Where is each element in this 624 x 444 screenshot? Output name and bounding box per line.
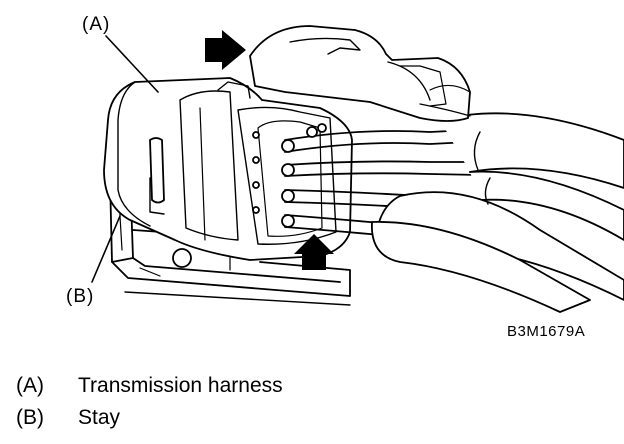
legend-key: (A)	[16, 374, 44, 397]
legend-label: Transmission harness	[78, 374, 283, 397]
legend-item-transmission-harness: (A) Transmission harness	[16, 374, 283, 398]
mating-connector	[249, 25, 471, 122]
callout-a: (A)	[82, 14, 111, 35]
callout-b: (B)	[66, 286, 95, 307]
harness-sheath	[371, 112, 624, 313]
arrow-right-icon	[205, 30, 246, 70]
figure-code: B3M1679A	[507, 323, 586, 340]
leader-line-b	[91, 215, 121, 283]
connector-body	[103, 77, 353, 261]
legend-label: Stay	[78, 406, 121, 429]
legend-item-stay: (B) Stay	[16, 406, 120, 430]
arrow-up-icon	[294, 234, 334, 270]
legend-key: (B)	[16, 406, 44, 429]
leader-line-a	[105, 35, 159, 93]
transmission-harness-wires	[281, 123, 481, 237]
